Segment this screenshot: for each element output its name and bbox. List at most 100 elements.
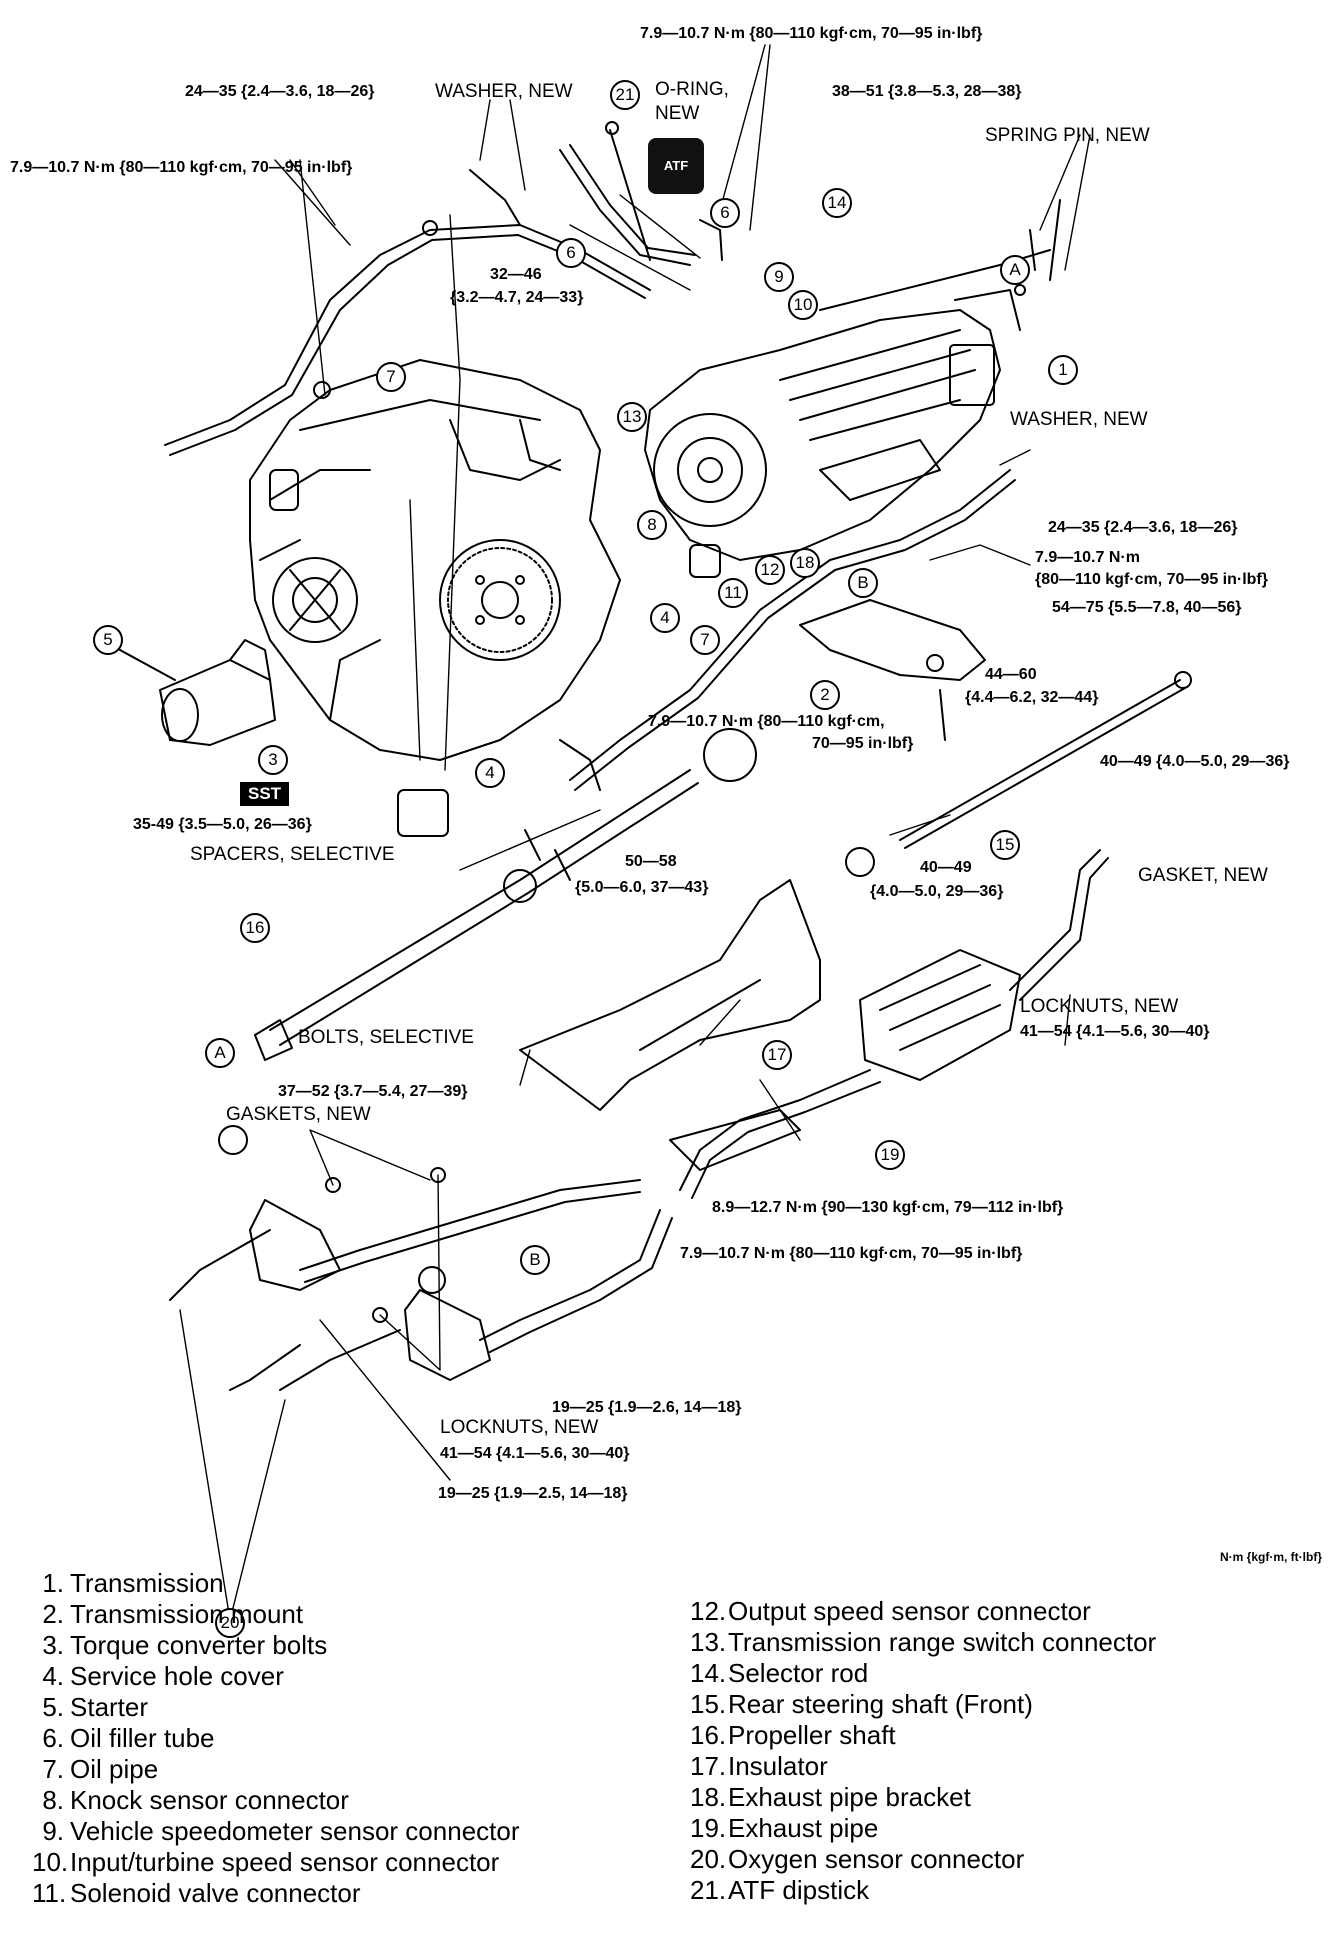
legend-item-text: Oil filler tube	[70, 1723, 215, 1753]
torque-exhaust-5: 19—25 {1.9—2.5, 14—18}	[438, 1485, 628, 1502]
torque-shaft-line2: {5.0—6.0, 37—43}	[575, 879, 709, 896]
legend-item-text: Knock sensor connector	[70, 1785, 349, 1815]
legend-item-number: 6.	[42, 1723, 64, 1753]
balloon-2: 2	[810, 680, 840, 710]
legend-item: 12.Output speed sensor connector	[690, 1596, 1156, 1627]
label-spring-pin-new: SPRING PIN, NEW	[985, 125, 1150, 146]
legend-item-number: 21.	[690, 1875, 727, 1905]
balloon-9: 9	[764, 262, 794, 292]
balloon-4-upper: 4	[650, 603, 680, 633]
torque-center-line1: 32—46	[490, 266, 542, 283]
balloon-6-left: 6	[556, 238, 586, 268]
torque-mount-line2: {4.4—6.2, 32—44}	[965, 689, 1099, 706]
flywheel	[439, 539, 561, 661]
legend-item-text: Input/turbine speed sensor connector	[70, 1847, 500, 1877]
legend-item: 1.Transmission	[32, 1568, 520, 1599]
legend-item-number: 7.	[42, 1754, 64, 1784]
balloon-7-lower: 7	[690, 625, 720, 655]
torque-center-line2: {3.2—4.7, 24—33}	[450, 289, 584, 306]
balloon-4-lower: 4	[475, 758, 505, 788]
legend-item-number: 10.	[32, 1847, 69, 1877]
torque-exhaust-3: 7.9—10.7 N·m {80—110 kgf·cm, 70—95 in·lb…	[680, 1245, 1023, 1262]
starter-motor	[119, 639, 276, 746]
ref-a-bottom: A	[205, 1038, 235, 1068]
balloon-8: 8	[637, 510, 667, 540]
balloon-12: 12	[755, 555, 785, 585]
ref-b-bottom: B	[520, 1245, 550, 1275]
balloon-19: 19	[875, 1140, 905, 1170]
balloon-15: 15	[990, 830, 1020, 860]
torque-locknut-right: 41—54 {4.1—5.6, 30—40}	[1020, 1023, 1210, 1040]
label-bolts-selective: BOLTS, SELECTIVE	[298, 1027, 474, 1048]
torque-oilpipe-line2: 70—95 in·lbf}	[812, 735, 914, 752]
torque-right-2b: {80—110 kgf·cm, 70—95 in·lbf}	[1035, 571, 1268, 588]
legend-item: 19.Exhaust pipe	[690, 1813, 1156, 1844]
legend-item-number: 16.	[690, 1720, 727, 1750]
leader-lines	[179, 44, 1091, 1621]
legend-item-text: Solenoid valve connector	[70, 1878, 361, 1908]
legend-item-text: Vehicle speedometer sensor connector	[70, 1816, 520, 1846]
legend-item-number: 20.	[690, 1844, 727, 1874]
torque-shaft-line1: 50—58	[625, 853, 677, 870]
legend-item: 5.Starter	[32, 1692, 520, 1723]
legend-item-number: 11.	[32, 1878, 67, 1908]
label-washer-new-top: WASHER, NEW	[435, 81, 573, 102]
torque-oilpipe-line1: 7.9—10.7 N·m {80—110 kgf·cm,	[648, 713, 885, 730]
legend-item: 13.Transmission range switch connector	[690, 1627, 1156, 1658]
legend-item-text: Starter	[70, 1692, 149, 1722]
propeller-shaft	[254, 728, 757, 1061]
legend-item: 4.Service hole cover	[32, 1661, 520, 1692]
label-oring-new-line2: NEW	[655, 103, 700, 124]
legend-item-number: 14.	[690, 1658, 727, 1688]
label-washer-new-right: WASHER, NEW	[1010, 409, 1148, 430]
insulator-shield	[519, 879, 821, 1111]
label-gaskets-new: GASKETS, NEW	[226, 1104, 371, 1125]
balloon-6-right: 6	[710, 198, 740, 228]
legend-item-number: 17.	[690, 1751, 727, 1781]
legend-item-number: 2.	[42, 1599, 64, 1629]
legend-item: 7.Oil pipe	[32, 1754, 520, 1785]
legend-item-number: 8.	[42, 1785, 64, 1815]
balloon-7-upper: 7	[376, 362, 406, 392]
legend-item-text: Output speed sensor connector	[728, 1596, 1091, 1626]
legend-item-number: 5.	[42, 1692, 64, 1722]
legend-item-number: 3.	[42, 1630, 64, 1660]
balloon-11: 11	[718, 578, 748, 608]
legend-item: 11.Solenoid valve connector	[32, 1878, 520, 1909]
legend-item: 9.Vehicle speedometer sensor connector	[32, 1816, 520, 1847]
torque-exhaust-2: 8.9—12.7 N·m {90—130 kgf·cm, 79—112 in·l…	[712, 1199, 1064, 1216]
label-spacers-selective: SPACERS, SELECTIVE	[190, 844, 395, 865]
balloon-13: 13	[617, 402, 647, 432]
transmission-body	[644, 284, 1026, 561]
legend-item: 3.Torque converter bolts	[32, 1630, 520, 1661]
oil-pipe-lower	[559, 469, 1016, 791]
balloon-5: 5	[93, 625, 123, 655]
torque-sst: 35-49 {3.5—5.0, 26—36}	[133, 816, 312, 833]
label-gasket-new: GASKET, NEW	[1138, 865, 1268, 886]
torque-right-3: 54—75 {5.5—7.8, 40—56}	[1052, 599, 1242, 616]
torque-exhaust-4: 19—25 {1.9—2.6, 14—18}	[552, 1399, 742, 1416]
legend-item-text: Oxygen sensor connector	[728, 1844, 1025, 1874]
legend-item-text: Exhaust pipe bracket	[728, 1782, 971, 1812]
legend-item-text: Oil pipe	[70, 1754, 159, 1784]
legend-item-number: 13.	[690, 1627, 727, 1657]
legend-item-text: Torque converter bolts	[70, 1630, 328, 1660]
rear-steering-shaft	[845, 671, 1192, 877]
legend-item-number: 4.	[42, 1661, 64, 1691]
legend-item-number: 18.	[690, 1782, 727, 1812]
legend-item-text: Transmission mount	[70, 1599, 304, 1629]
torque-exhaust-1: 37—52 {3.7—5.4, 27—39}	[278, 1083, 468, 1100]
legend-item-number: 19.	[690, 1813, 727, 1843]
legend-item-text: Transmission	[70, 1568, 224, 1598]
legend-item-text: Propeller shaft	[728, 1720, 896, 1750]
legend-item: 15.Rear steering shaft (Front)	[690, 1689, 1156, 1720]
torque-mount-line1: 44—60	[985, 666, 1037, 683]
legend-item-number: 1.	[42, 1568, 64, 1598]
label-locknuts-new-right: LOCKNUTS, NEW	[1020, 996, 1179, 1017]
balloon-18: 18	[790, 548, 820, 578]
legend-item-text: Selector rod	[728, 1658, 869, 1688]
